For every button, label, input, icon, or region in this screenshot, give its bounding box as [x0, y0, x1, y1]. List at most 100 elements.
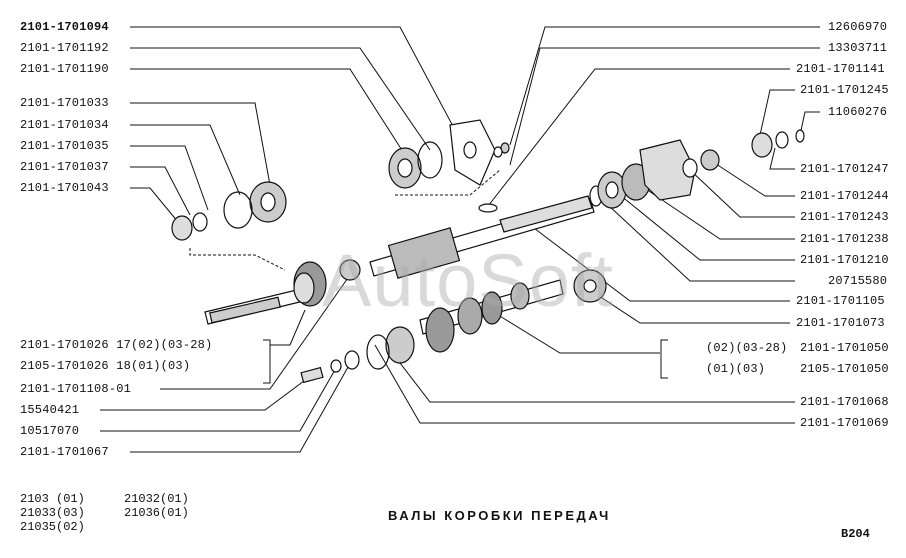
washer-counter: [344, 350, 360, 370]
label-part: 2101-1701034: [20, 118, 109, 132]
leader-line: [130, 187, 179, 223]
bearing-large-inner: [260, 192, 276, 212]
flange: [639, 139, 696, 201]
leader-line: [160, 274, 351, 390]
model-code: 21033(03): [20, 506, 85, 520]
leader-line: [639, 184, 795, 240]
synchro-hub: [387, 227, 461, 279]
model-code: 21035(02): [20, 520, 85, 534]
small-washer-2: [493, 146, 503, 158]
leader-line: [130, 166, 191, 216]
leader-line: [130, 124, 241, 196]
leader-line: [509, 26, 820, 146]
leader-line: [389, 349, 795, 403]
snap-ring-mid: [417, 141, 443, 179]
label-part: 2101-1701050: [800, 341, 889, 355]
leader-line: [489, 309, 660, 354]
model-code: 21032(01): [124, 492, 189, 506]
label-part: 2101-1701243: [800, 210, 889, 224]
label-part: 10517070: [20, 424, 80, 438]
page-id: B204: [841, 527, 870, 541]
watermark: AutoSoft: [322, 239, 614, 322]
label-part: 2101-1701141: [796, 62, 885, 76]
model-code: 21036(01): [124, 506, 189, 520]
label-part: 2101-1701037: [20, 160, 109, 174]
shaft-splines: [499, 195, 593, 233]
spring-washer: [682, 158, 698, 178]
leader-line: [759, 89, 795, 136]
needle-bearing: [339, 259, 361, 281]
cap: [751, 132, 773, 158]
label-part: 2101-1701105: [796, 294, 885, 308]
label-part: 2101-1701043: [20, 181, 109, 195]
lock-washer: [330, 359, 342, 373]
label-part: 13303711: [828, 41, 888, 55]
label-part: 2105-1701050: [800, 362, 889, 376]
group-bracket: [395, 169, 501, 196]
model-applicability: 2103 (01) 21032(01) 21033(03) 21036(01) 21…: [20, 492, 189, 534]
leader-line: [270, 309, 306, 346]
label-part: 20715580: [828, 274, 888, 288]
label-part: 15540421: [20, 403, 80, 417]
counter-gear-4: [510, 282, 530, 310]
leader-line: [799, 111, 820, 136]
bracket-right: [660, 339, 668, 379]
leader-line: [130, 68, 406, 156]
label-part: 2101-1701247: [800, 162, 889, 176]
label-part: 2101-1701108-01: [20, 382, 132, 396]
cap-ring: [775, 131, 789, 149]
leader-line: [709, 159, 795, 197]
bracket-left: [263, 339, 271, 384]
leader-line: [589, 289, 790, 324]
leader-line: [374, 344, 795, 424]
label-part: 2101-1701245: [800, 83, 889, 97]
model-code: 2103 (01): [20, 492, 85, 506]
small-oring: [478, 203, 498, 213]
label-part: 2101-1701026 17(02)(03-28): [20, 338, 213, 352]
group-bracket: [189, 248, 286, 271]
leader-line: [130, 359, 353, 453]
label-part: 2101-1701069: [800, 416, 889, 430]
plate-hole: [463, 141, 477, 159]
leader-line: [484, 68, 790, 211]
input-splines: [209, 296, 281, 324]
bearing-mid-inner: [397, 158, 413, 178]
label-part: 2101-1701190: [20, 62, 109, 76]
leader-line: [689, 169, 795, 218]
leader-line: [769, 147, 795, 170]
label-variant: (02)(03-28): [706, 341, 788, 355]
bearing-counter-front: [385, 326, 415, 364]
label-part: 2101-1701192: [20, 41, 109, 55]
leader-line: [529, 224, 790, 302]
washer: [192, 212, 208, 232]
small-washer: [795, 129, 805, 143]
snap-ring-counter: [366, 334, 390, 370]
counter-gear-3: [481, 291, 503, 325]
counter-bearing-inner: [583, 279, 597, 293]
spacer: [171, 215, 193, 241]
counter-gear-1: [425, 307, 455, 353]
leader-line: [130, 102, 271, 186]
label-part: 2101-1701238: [800, 232, 889, 246]
bolt: [300, 366, 324, 384]
leader-line: [130, 26, 456, 131]
leader-line: [130, 47, 431, 151]
label-part: 2101-1701244: [800, 189, 889, 203]
label-part: 2101-1701094: [20, 20, 109, 34]
leader-line: [130, 145, 209, 211]
label-part: 2101-1701067: [20, 445, 109, 459]
label-part: 2105-1701026 18(01)(03): [20, 359, 191, 373]
label-variant: (01)(03): [706, 362, 766, 376]
leader-line: [100, 374, 313, 411]
label-part: 2101-1701073: [796, 316, 885, 330]
counter-gear-2: [457, 297, 483, 335]
leader-line: [607, 204, 795, 282]
nut: [700, 149, 720, 171]
label-part: 11060276: [828, 105, 888, 119]
label-part: 12606970: [828, 20, 888, 34]
leader-line: [509, 47, 820, 166]
label-part: 2101-1701068: [800, 395, 889, 409]
diagram-title: ВАЛЫ КОРОБКИ ПЕРЕДАЧ: [388, 508, 611, 523]
label-part: 2101-1701210: [800, 253, 889, 267]
